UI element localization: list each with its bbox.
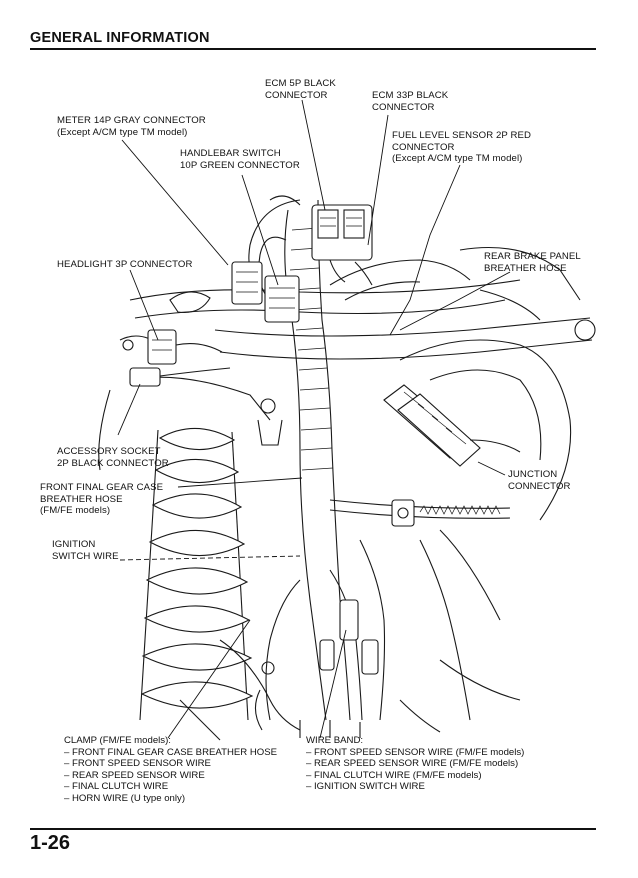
ecm-33p-connector-label: ECM 33P BLACK CONNECTOR (372, 90, 449, 113)
page-header-title: GENERAL INFORMATION (30, 30, 210, 46)
handlebar-switch-connector-label: HANDLEBAR SWITCH 10P GREEN CONNECTOR (180, 148, 300, 171)
leader-meter14p (121, 139, 229, 266)
leader-headlight (129, 269, 159, 341)
wire-band-item: – REAR SPEED SENSOR WIRE (FM/FE models) (306, 758, 519, 769)
wire-band-item: – FINAL CLUTCH WIRE (FM/FE models) (306, 769, 482, 781)
ecm-connectors (311, 204, 373, 286)
header-rule (30, 48, 596, 50)
headlight-connector-label: HEADLIGHT 3P CONNECTOR (57, 259, 193, 270)
clamp-item: – HORN WIRE (U type only) (64, 792, 186, 804)
meter-14p-connector-label: METER 14P GRAY CONNECTOR (Except A/CM ty… (57, 115, 206, 138)
clamp-item: – FRONT SPEED SENSOR WIRE (64, 758, 211, 769)
leader-accessory (117, 383, 141, 436)
wire-band-item: – IGNITION SWITCH WIRE (306, 781, 425, 792)
headlight-accessory-connectors (129, 329, 231, 387)
clamp-list: CLAMP (FM/FE models): – FRONT FINAL GEAR… (64, 735, 277, 804)
leader-ecm5p (301, 99, 326, 211)
leader-handlebar (241, 174, 279, 286)
wire-band-list: WIRE BAND: – FRONT SPEED SENSOR WIRE (FM… (306, 735, 524, 793)
rear-brake-breather-hose-label: REAR BRAKE PANEL BREATHER HOSE (484, 251, 581, 274)
clamp-item: – REAR SPEED SENSOR WIRE (64, 769, 205, 781)
leader-junction (477, 461, 506, 476)
leader-rear-brake (399, 271, 511, 331)
fuel-level-sensor-connector-label: FUEL LEVEL SENSOR 2P RED CONNECTOR (Exce… (392, 130, 532, 164)
leader-front-final (177, 477, 303, 488)
junction-connector-block (383, 384, 521, 467)
main-harness-bundle (248, 195, 351, 721)
clamp-strap (329, 499, 511, 527)
wire-band-title: WIRE BAND: (306, 735, 364, 746)
handlebar-connectors (231, 261, 300, 323)
clamp-item: – FRONT FINAL GEAR CASE BREATHER HOSE (64, 746, 278, 758)
clamp-title: CLAMP (FM/FE models): (64, 735, 171, 746)
accessory-socket-connector-label: ACCESSORY SOCKET 2P BLACK CONNECTOR (57, 446, 169, 469)
junction-connector-label: JUNCTION CONNECTOR (508, 469, 571, 492)
ignition-switch-wire-label: IGNITION SWITCH WIRE (52, 539, 119, 562)
clamp-item: – FINAL CLUTCH WIRE (64, 781, 169, 792)
leader-fuel-level (389, 164, 461, 336)
page-number: 1-26 (30, 832, 71, 854)
leader-wire-band (319, 629, 347, 739)
callout-leaders (117, 99, 511, 739)
leader-ecm33p (367, 114, 389, 246)
lower-wires (179, 529, 521, 741)
ecm-5p-connector-label: ECM 5P BLACK CONNECTOR (265, 78, 336, 101)
wire-band-item: – FRONT SPEED SENSOR WIRE (FM/FE models) (306, 746, 525, 758)
harness-drawing (98, 195, 596, 741)
leader-clamp (167, 619, 251, 739)
front-shock-spring (139, 427, 254, 721)
leader-ignition (119, 555, 301, 561)
front-final-gear-case-breather-hose-label: FRONT FINAL GEAR CASE BREATHER HOSE (FM/… (40, 482, 164, 516)
footer-rule (30, 828, 596, 830)
